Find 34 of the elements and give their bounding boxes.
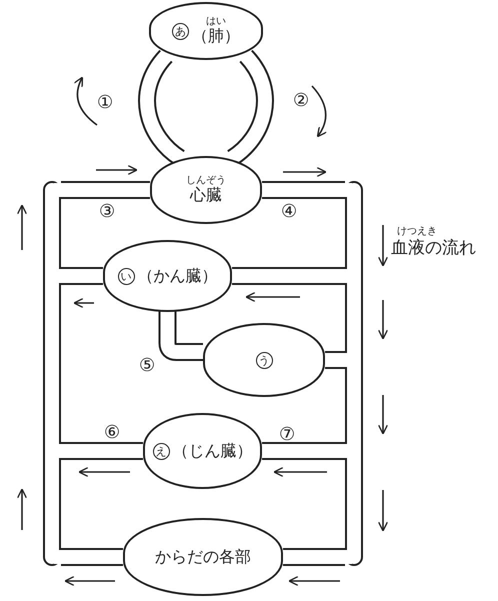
blood-vessel bbox=[138, 50, 186, 166]
blood-vessel bbox=[226, 50, 274, 166]
furigana: はい bbox=[206, 17, 226, 28]
circled-letter: う bbox=[256, 352, 272, 368]
organ-name: からだの各部 bbox=[155, 548, 251, 566]
blood-vessel bbox=[158, 309, 203, 361]
organ-name: （かん臓） bbox=[138, 267, 218, 285]
callout-number: ③ bbox=[99, 203, 116, 221]
circled-letter: あ bbox=[172, 22, 189, 40]
callout-number: ⑤ bbox=[139, 357, 156, 375]
furigana: けつえき bbox=[397, 227, 437, 237]
blood-vessel bbox=[43, 181, 61, 566]
blood-vessel bbox=[325, 351, 345, 369]
blood-vessel bbox=[61, 548, 123, 566]
blood-vessel bbox=[61, 442, 143, 460]
blood-vessel bbox=[61, 267, 103, 285]
callout-number: ⑦ bbox=[279, 426, 296, 444]
blood-vessel bbox=[283, 548, 345, 566]
organ-name: 心臓 bbox=[190, 186, 222, 204]
callout-number: ⑥ bbox=[104, 424, 120, 442]
blood-vessel bbox=[262, 181, 345, 199]
callout-number: ② bbox=[293, 92, 310, 110]
organ-name: （じん臓） bbox=[172, 442, 252, 460]
circled-letter: え bbox=[152, 442, 170, 460]
callout-number: ① bbox=[97, 94, 114, 112]
legend-label: 血液の流れ bbox=[391, 240, 476, 257]
organ-name: （肺） bbox=[192, 27, 240, 45]
furigana: しんぞう bbox=[186, 176, 226, 186]
blood-vessel bbox=[232, 267, 345, 285]
callout-number: ④ bbox=[281, 203, 298, 221]
blood-vessel bbox=[345, 181, 363, 566]
blood-vessel bbox=[61, 181, 150, 199]
blood-vessel bbox=[262, 442, 345, 460]
circled-letter: い bbox=[118, 268, 134, 284]
